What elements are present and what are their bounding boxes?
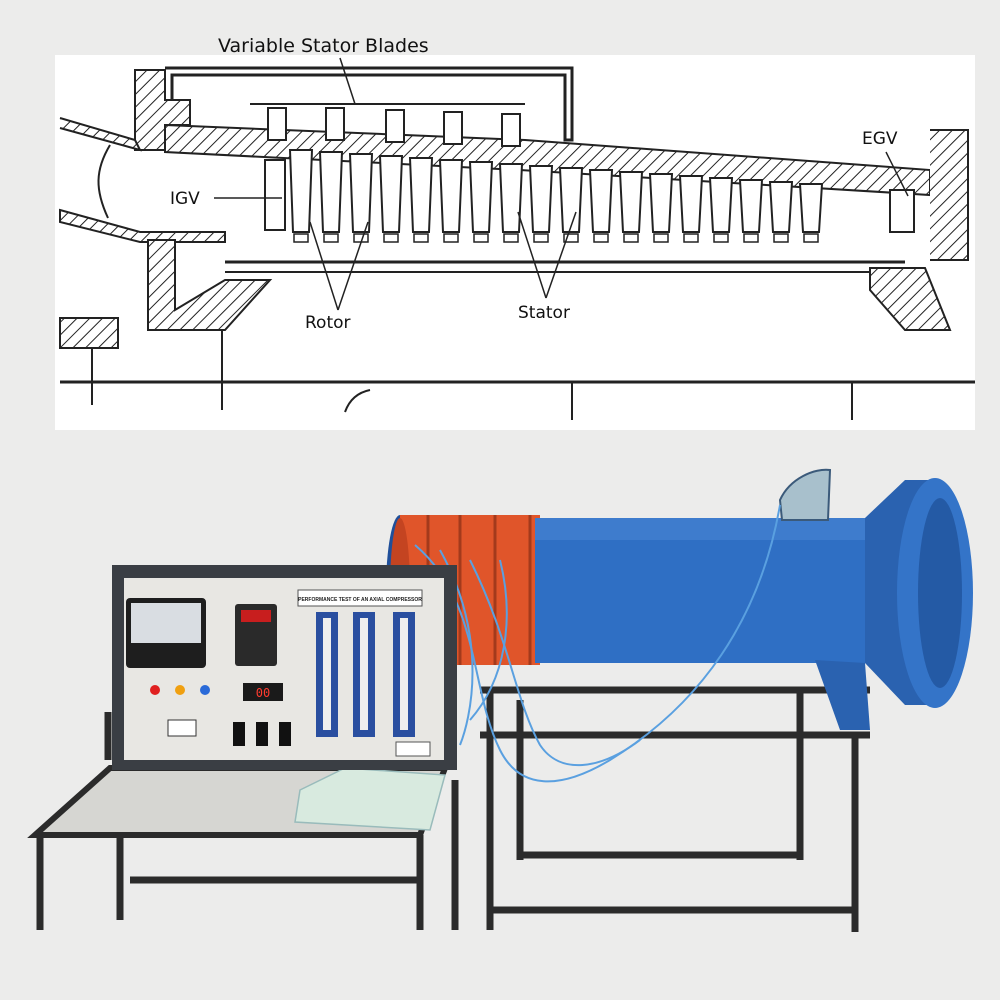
panel-title: PERFORMANCE TEST OF AN AXIAL COMPRESSOR	[298, 597, 422, 603]
pressure-tubes	[414, 504, 781, 783]
blade-root	[473, 233, 489, 243]
label-rotor: Rotor	[305, 313, 351, 333]
outlet-window	[778, 468, 832, 521]
compressor-blades	[264, 149, 915, 243]
blade	[678, 175, 704, 233]
vfd-controller	[235, 604, 277, 666]
variable-stator-actuators	[250, 103, 525, 147]
compressor-duct	[535, 468, 973, 730]
blade	[318, 151, 344, 233]
blade	[738, 179, 764, 233]
blade-root	[803, 233, 819, 243]
indicator-lamp-blue	[200, 685, 210, 695]
blade-root	[323, 233, 339, 243]
rear-flange	[930, 129, 969, 261]
manometer-1	[316, 612, 338, 737]
blade	[618, 171, 644, 233]
blade	[708, 177, 734, 233]
energy-meter	[126, 598, 206, 668]
indicator-lamp-amber	[175, 685, 185, 695]
digital-meter	[243, 683, 283, 701]
front-flange	[134, 69, 191, 151]
blade	[438, 159, 464, 233]
blade	[498, 163, 524, 233]
blade-root	[623, 233, 639, 243]
label-stator: Stator	[518, 303, 570, 323]
control-panel: 00 PERFORMANCE TEST OF AN AXIAL COMPRESS…	[112, 565, 457, 770]
blade-root	[713, 233, 729, 243]
manometer-2	[353, 612, 375, 737]
blade	[528, 165, 554, 233]
blade-root	[293, 233, 309, 243]
blade-root	[653, 233, 669, 243]
blade	[558, 167, 584, 233]
blade	[648, 173, 674, 233]
left-support	[147, 239, 273, 331]
igv-blade	[264, 159, 286, 231]
inlet-guide	[97, 144, 111, 219]
indicator-lamp-red	[150, 685, 160, 695]
blade-root	[443, 233, 459, 243]
inlet-section	[386, 515, 540, 665]
digital-meter-readout: 00	[256, 686, 270, 700]
blade-root	[593, 233, 609, 243]
blade-root	[773, 233, 789, 243]
blade	[288, 149, 314, 233]
blade-root	[503, 233, 519, 243]
manometer-3	[393, 612, 415, 737]
table-top	[27, 765, 450, 838]
panel-table	[36, 712, 459, 930]
outer-frame	[165, 66, 574, 142]
compressor-stand	[480, 686, 870, 932]
inlet-upper-lip	[59, 117, 142, 152]
blade	[348, 153, 374, 233]
blade	[768, 181, 794, 233]
blade-root	[533, 233, 549, 243]
switch-2	[256, 722, 268, 746]
right-support	[869, 267, 952, 331]
blade-root	[383, 233, 399, 243]
label-igv: IGV	[170, 189, 200, 209]
egv-blade	[889, 189, 915, 233]
papers	[294, 767, 446, 831]
blade	[798, 183, 824, 233]
label-egv: EGV	[862, 129, 898, 149]
blade-root	[563, 233, 579, 243]
blade-root	[743, 233, 759, 243]
blade	[588, 169, 614, 233]
label-variable-stator-blades: Variable Stator Blades	[218, 35, 429, 57]
inlet-lower-lip	[59, 208, 226, 243]
switch-1	[233, 722, 245, 746]
blade-root	[683, 233, 699, 243]
axial-compressor-cross-section: Variable Stator Blades IGV EGV Rotor Sta…	[55, 35, 975, 430]
switch-3	[279, 722, 291, 746]
blade	[468, 161, 494, 233]
left-bearing	[59, 317, 119, 349]
blade-root	[413, 233, 429, 243]
blade	[408, 157, 434, 233]
blade	[378, 155, 404, 233]
